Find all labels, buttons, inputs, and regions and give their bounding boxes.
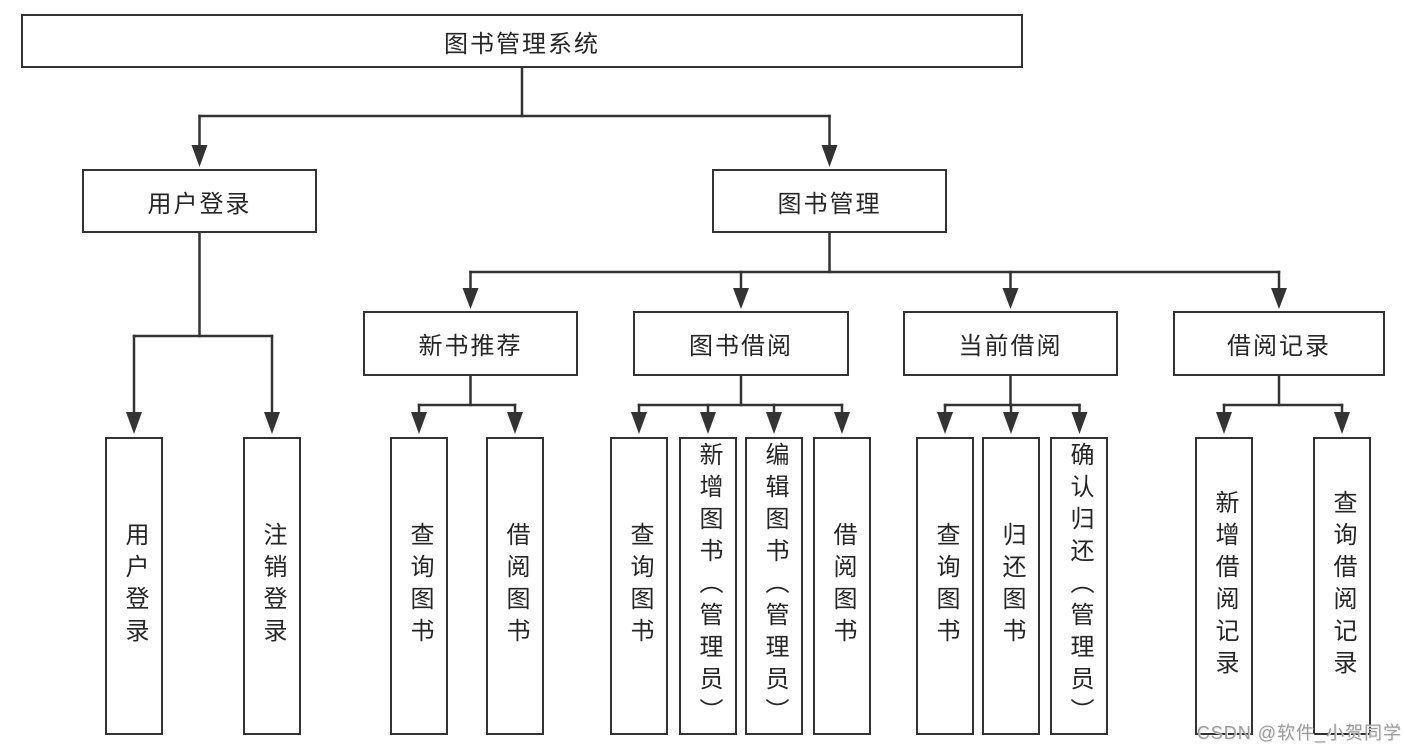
arrowhead [821, 145, 838, 167]
arrowhead [766, 412, 782, 434]
node-current-borrow: 当前借阅 [903, 311, 1118, 376]
edges-book-borrow [637, 374, 844, 416]
leaf-edit-books-admin: 编辑图书（管理员） [745, 437, 803, 735]
arrowheads [126, 145, 1350, 434]
leaf-recommend-borrow-books: 借阅图书 [486, 437, 544, 735]
leaf-logout: 注销登录 [243, 437, 301, 735]
node-book-management: 图书管理 [712, 169, 947, 233]
arrowhead [264, 412, 280, 434]
leaf-recommend-query-books-label: 查询图书 [406, 522, 433, 650]
edges-root [198, 66, 831, 149]
arrowhead [507, 412, 523, 434]
leaf-borrow-query-books: 查询图书 [610, 437, 668, 735]
arrowhead [733, 288, 749, 309]
node-borrow-records: 借阅记录 [1173, 311, 1385, 376]
node-user-login-label: 用户登录 [147, 190, 252, 218]
edges-current-borrow [943, 374, 1081, 416]
node-user-login: 用户登录 [82, 169, 317, 233]
leaf-confirm-return-admin: 确认归还（管理员） [1050, 437, 1108, 735]
leaf-current-query-books: 查询图书 [916, 437, 974, 735]
leaf-recommend-query-books: 查询图书 [390, 437, 448, 735]
leaf-confirm-return-admin-label: 确认归还（管理员） [1066, 442, 1093, 730]
arrowhead [1271, 288, 1287, 309]
arrowhead [126, 412, 142, 434]
arrowhead [834, 412, 850, 434]
edges-user-login [132, 231, 274, 416]
arrowhead [411, 412, 427, 434]
node-book-management-label: 图书管理 [777, 190, 882, 218]
leaf-user-login-label: 用户登录 [121, 522, 148, 650]
node-root: 图书管理系统 [21, 14, 1023, 68]
leaf-query-borrow-record: 查询借阅记录 [1313, 437, 1371, 735]
arrowhead [191, 145, 208, 167]
leaf-add-books-admin-label: 新增图书（管理员） [695, 442, 722, 730]
leaf-recommend-borrow-books-label: 借阅图书 [502, 522, 529, 650]
node-book-borrow: 图书借阅 [633, 311, 849, 376]
node-current-borrow-label: 当前借阅 [958, 333, 1063, 360]
arrowhead [631, 412, 647, 434]
arrowhead [1334, 412, 1350, 434]
node-book-borrow-label: 图书借阅 [689, 333, 793, 360]
arrowhead [1002, 288, 1019, 309]
edges-new-book-recommend [417, 374, 517, 416]
leaf-current-query-books-label: 查询图书 [932, 522, 959, 650]
arrowhead [700, 412, 716, 434]
leaf-return-books-label: 归还图书 [998, 522, 1025, 650]
csdn-watermark: CSDN @软件_小贺同学 [1196, 723, 1402, 743]
leaf-add-borrow-record-label: 新增借阅记录 [1211, 490, 1238, 682]
node-new-book-recommend-label: 新书推荐 [418, 333, 523, 360]
leaf-add-books-admin: 新增图书（管理员） [679, 437, 737, 735]
edges-borrow-records [1222, 374, 1344, 416]
leaf-edit-books-admin-label: 编辑图书（管理员） [761, 442, 788, 730]
arrowhead [462, 288, 479, 309]
arrowhead [1003, 412, 1019, 434]
leaf-logout-label: 注销登录 [259, 522, 286, 650]
leaf-user-login: 用户登录 [105, 437, 163, 735]
arrowhead [1216, 412, 1232, 434]
node-borrow-records-label: 借阅记录 [1227, 333, 1331, 360]
node-root-label: 图书管理系统 [444, 30, 600, 58]
arrowhead [937, 412, 953, 434]
leaf-return-books: 归还图书 [982, 437, 1040, 735]
leaf-borrow-books: 借阅图书 [813, 437, 871, 735]
leaf-borrow-books-label: 借阅图书 [829, 522, 856, 650]
node-new-book-recommend: 新书推荐 [363, 311, 578, 376]
arrowhead [1071, 412, 1088, 434]
leaf-add-borrow-record: 新增借阅记录 [1195, 437, 1253, 735]
leaf-borrow-query-books-label: 查询图书 [626, 522, 653, 650]
edges-book-management [469, 231, 1281, 292]
leaf-query-borrow-record-label: 查询借阅记录 [1329, 490, 1356, 682]
